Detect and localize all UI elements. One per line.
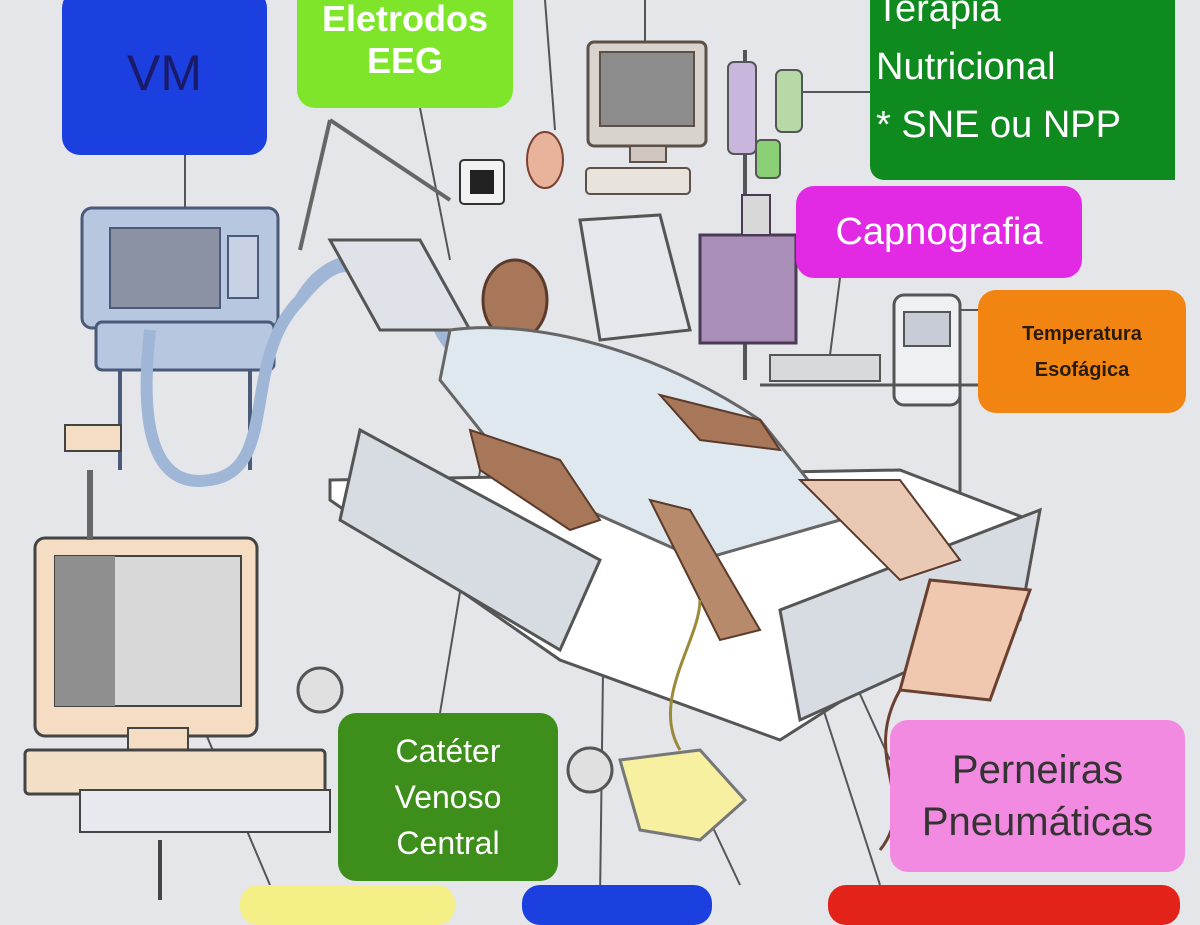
- label-perneiras-line-2: Pneumáticas: [921, 800, 1154, 844]
- label-eeg-line-2: EEG: [366, 40, 444, 81]
- hospital-bed-icon: [296, 213, 1042, 794]
- ventilator-icon: [80, 206, 525, 487]
- label-cateter-line-1: Catéter: [395, 733, 501, 769]
- label-cateter-venoso-central: Catéter Venoso Central: [338, 713, 558, 881]
- label-vm-text: VM: [127, 44, 202, 101]
- label-capnografia-text: Capnografia: [835, 210, 1043, 253]
- label-bottom-yellow: [240, 885, 455, 925]
- label-eletrodos-eeg: Eletrodos EEG: [297, 0, 513, 108]
- patient-figure-icon: [438, 258, 962, 642]
- label-perneiras-line-1: Perneiras: [951, 748, 1124, 792]
- eeg-monitor-icon: [298, 118, 564, 251]
- label-nutricional-line-2: Nutricional: [876, 46, 1056, 88]
- label-eeg-line-1: Eletrodos: [321, 0, 489, 39]
- label-nutricional-line-3: * SNE ou NPP: [876, 104, 1121, 146]
- label-cateter-line-2: Venoso: [394, 779, 502, 815]
- overhead-monitor-icon: [585, 40, 708, 195]
- computer-workstation-icon: [23, 424, 331, 900]
- label-vm: VM: [62, 0, 267, 155]
- label-cateter-line-3: Central: [396, 825, 500, 861]
- label-bottom-red: [828, 885, 1180, 925]
- temperature-monitor-icon: [760, 293, 980, 500]
- urine-bag-icon: [618, 599, 748, 842]
- label-bottom-blue: [522, 885, 712, 925]
- label-terapia-nutricional: Terapia Nutricional * SNE ou NPP: [870, 0, 1175, 180]
- label-perneiras-pneumaticas: Perneiras Pneumáticas: [890, 720, 1185, 872]
- label-temperatura-esofagica: Temperatura Esofágica: [978, 290, 1186, 413]
- infusion-pump-icon: [698, 194, 798, 345]
- label-temperatura-line-2: Esofágica: [1034, 358, 1130, 381]
- label-capnografia: Capnografia: [796, 186, 1082, 278]
- label-temperatura-line-1: Temperatura: [1022, 322, 1142, 345]
- label-nutricional-line-1: Terapia: [876, 0, 1001, 30]
- icu-diagram: [23, 0, 1042, 900]
